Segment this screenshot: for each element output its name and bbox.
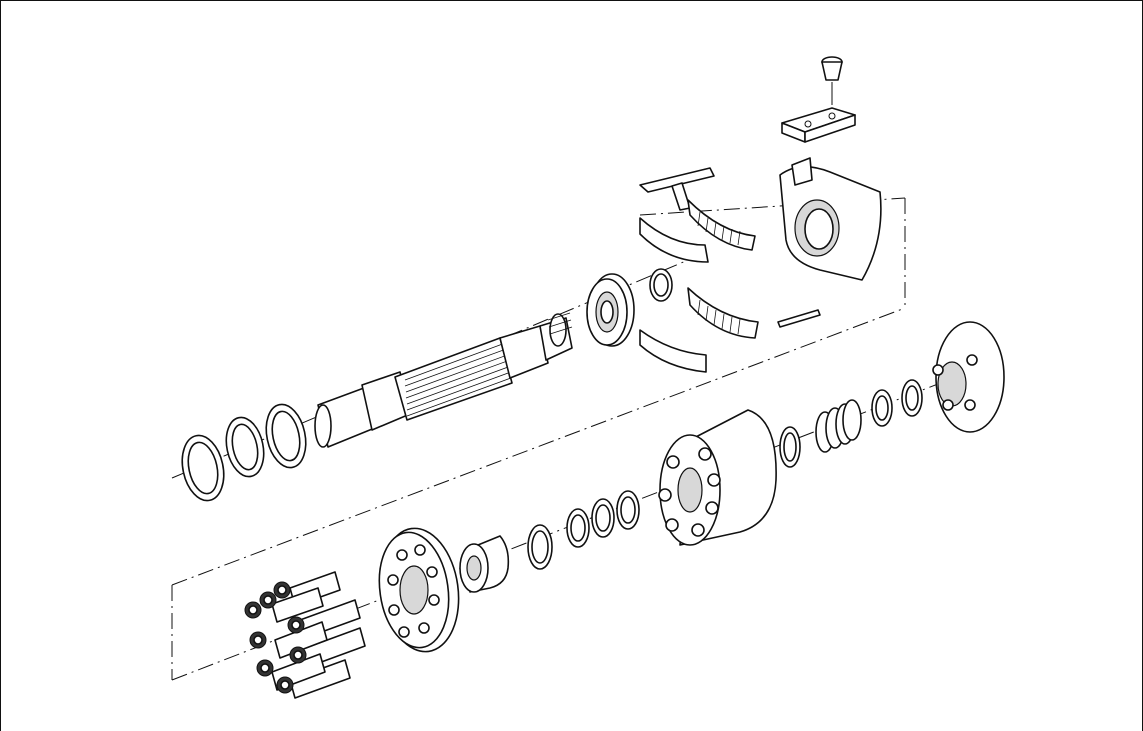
retaining-ring-2 (225, 416, 265, 478)
spring-washer (871, 389, 893, 427)
left-border (0, 0, 1, 731)
swashplate (779, 157, 882, 281)
cylinder-block (658, 409, 777, 546)
swashplate-insert (781, 107, 856, 143)
top-border (0, 0, 1143, 1)
bearing-guide (639, 167, 715, 211)
retaining-ring-3 (265, 403, 307, 469)
saddle-bearing-lower (639, 287, 759, 373)
screw (821, 56, 843, 105)
bearing (586, 273, 635, 347)
saddle-bearing-upper (639, 199, 756, 263)
retainer-plate (378, 527, 460, 653)
washer (901, 379, 923, 417)
ball-guide (459, 535, 510, 593)
piston-assembly (244, 571, 366, 699)
drive-shaft (314, 312, 573, 448)
pin (777, 309, 821, 328)
retaining-ring-1 (181, 434, 225, 502)
washer-set (527, 490, 640, 570)
spacer-ring (779, 426, 801, 468)
spring (815, 399, 862, 453)
snap-ring (649, 268, 673, 302)
valve-plate (932, 321, 1005, 433)
